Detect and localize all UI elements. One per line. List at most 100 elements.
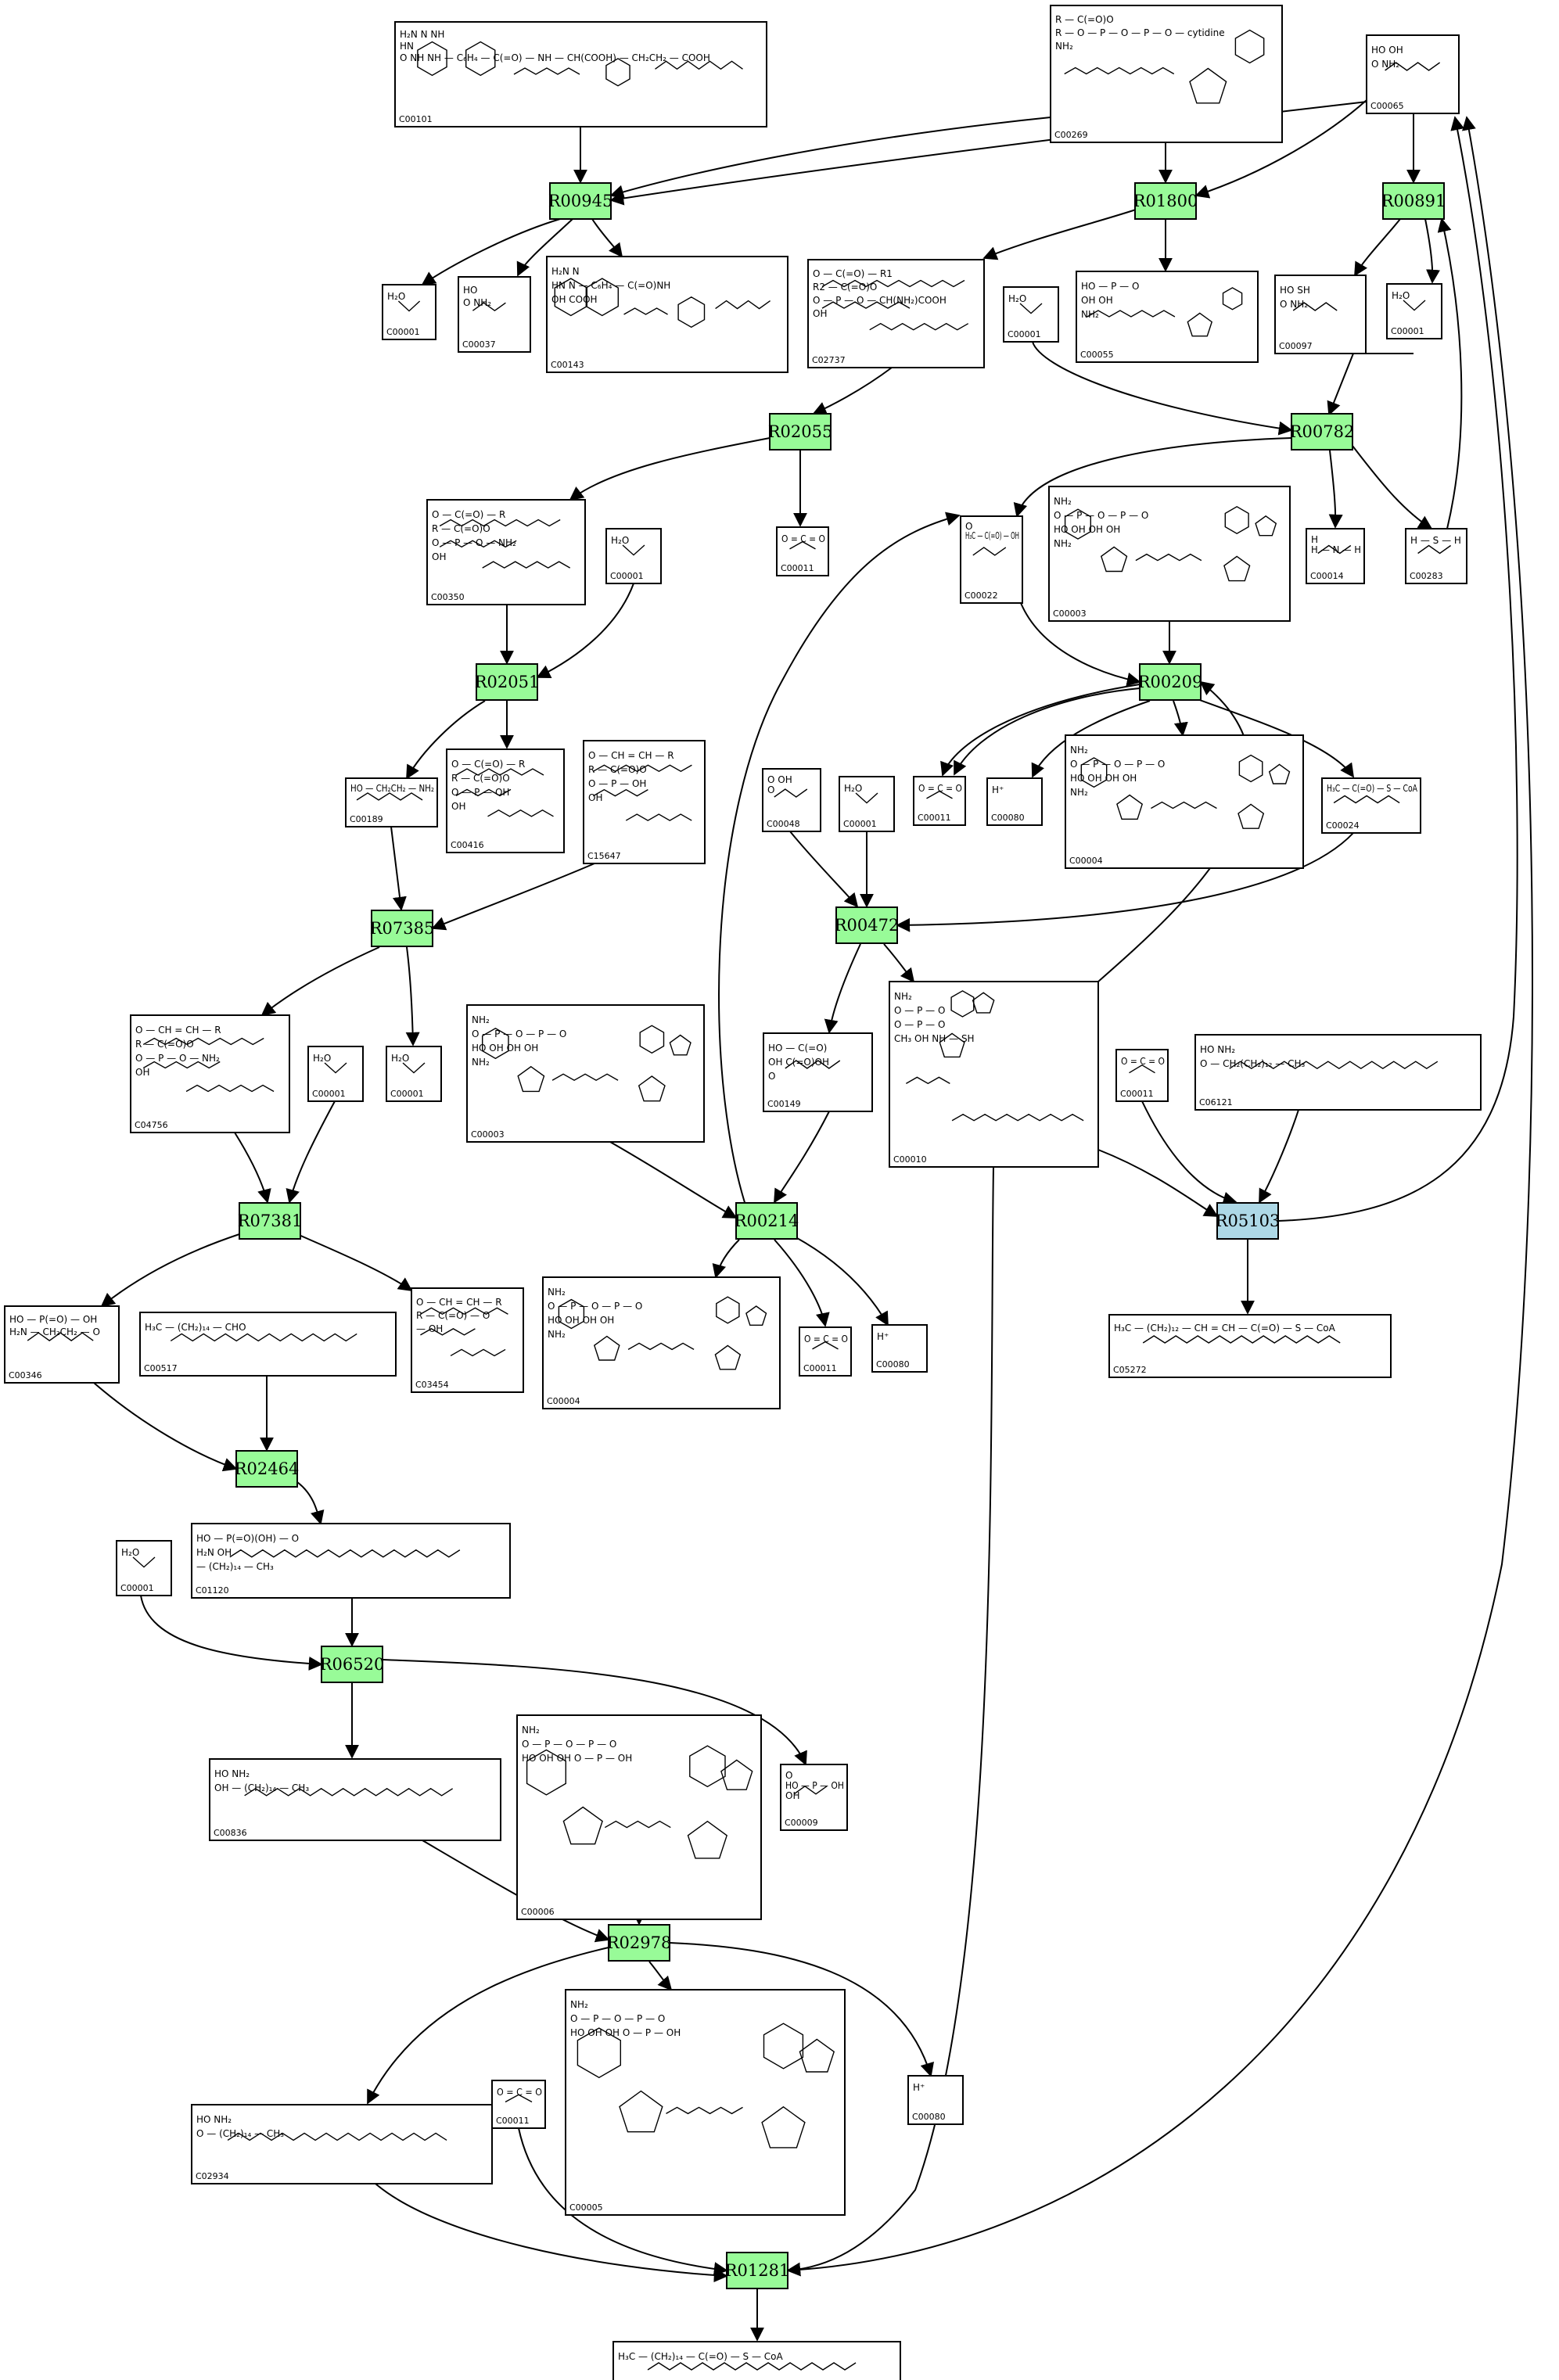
reaction-R01281[interactable]: R01281 [725, 2252, 790, 2289]
reaction-R02055[interactable]: R02055 [768, 413, 833, 451]
reaction-R02978[interactable]: R02978 [607, 1924, 672, 1962]
compound-box [776, 526, 829, 576]
reaction-R00782[interactable]: R00782 [1290, 413, 1355, 451]
compound-id-label: C00097 [1279, 341, 1313, 351]
edge-31 [1188, 695, 1355, 778]
compound-box [1274, 275, 1367, 354]
compound-C00080[interactable]: H⁺C00080 [986, 777, 1043, 826]
structure-text: OH [432, 551, 446, 562]
reaction-R00209[interactable]: R00209 [1138, 663, 1203, 701]
reaction-R06520[interactable]: R06520 [320, 1646, 385, 1683]
reaction-R07385[interactable]: R07385 [370, 910, 435, 947]
reaction-R00214[interactable]: R00214 [735, 1202, 799, 1240]
compound-box [913, 776, 966, 826]
compound-C00350[interactable]: O — C(=O) — RR — C(=O)OO — P — O — NH₂OH… [426, 499, 586, 605]
edge-1 [609, 117, 1051, 199]
compound-box [960, 515, 1023, 604]
reaction-R02051[interactable]: R02051 [475, 663, 540, 701]
structure-text: H₂O [313, 1053, 331, 1064]
reaction-R05103[interactable]: R05103 [1216, 1202, 1281, 1240]
reaction-label: R00472 [835, 916, 900, 935]
reaction-R00891[interactable]: R00891 [1381, 182, 1446, 220]
compound-C00080[interactable]: H⁺C00080 [907, 2075, 964, 2125]
compound-id-label: C00001 [843, 819, 877, 829]
reaction-R07381[interactable]: R07381 [238, 1202, 303, 1240]
edge-29 [1031, 700, 1151, 778]
compound-C00416[interactable]: O — C(=O) — RR — C(=O)OO — P — OHOHC0041… [446, 748, 565, 853]
structure-text: O — P — O [894, 1019, 945, 1030]
compound-C00154[interactable]: H₃C — (CH₂)₁₄ — C(=O) — S — CoAC00154 [612, 2341, 901, 2380]
reaction-R02464[interactable]: R02464 [235, 1450, 300, 1488]
compound-box [116, 1540, 172, 1596]
compound-C05272[interactable]: H₃C — (CH₂)₁₂ — CH = CH — C(=O) — S — Co… [1108, 1314, 1392, 1378]
compound-id-label: C00003 [471, 1129, 505, 1140]
structure-text: H⁺ [877, 1331, 889, 1342]
reaction-R00945[interactable]: R00945 [548, 182, 613, 220]
reaction-box [239, 1202, 301, 1240]
compound-C15647[interactable]: O — CH = CH — RR — C(=O)OO — P — OHOHC15… [583, 740, 706, 864]
edge-30 [1173, 700, 1188, 737]
edge-68 [648, 1961, 673, 1991]
structure-text: H — N — H [1311, 544, 1361, 555]
edge-21 [1437, 217, 1463, 529]
structure-text: HO OH OH OH [1054, 524, 1120, 535]
edge-40 [824, 943, 861, 1034]
structure-text: O NH₂ [1371, 59, 1399, 70]
edge-58 [93, 1382, 238, 1472]
compound-box [1366, 34, 1460, 114]
compound-id-label: C00004 [547, 1396, 580, 1406]
edge-44 [286, 1100, 336, 1204]
structure-text: O [768, 1071, 775, 1082]
compound-C00080[interactable]: H⁺C00080 [871, 1324, 928, 1373]
reaction-R00472[interactable]: R00472 [835, 906, 900, 944]
compound-box [612, 2341, 901, 2380]
reaction-R01800[interactable]: R01800 [1133, 182, 1198, 220]
compound-C00269[interactable]: R — C(=O)OR — O — P — O — P — O — cytidi… [1050, 5, 1283, 143]
compound-box [466, 1004, 705, 1143]
reaction-label: R01281 [725, 2261, 790, 2280]
compound-C04756[interactable]: O — CH = CH — RR — C(=O)OO — P — O — NH₂… [130, 1014, 290, 1133]
